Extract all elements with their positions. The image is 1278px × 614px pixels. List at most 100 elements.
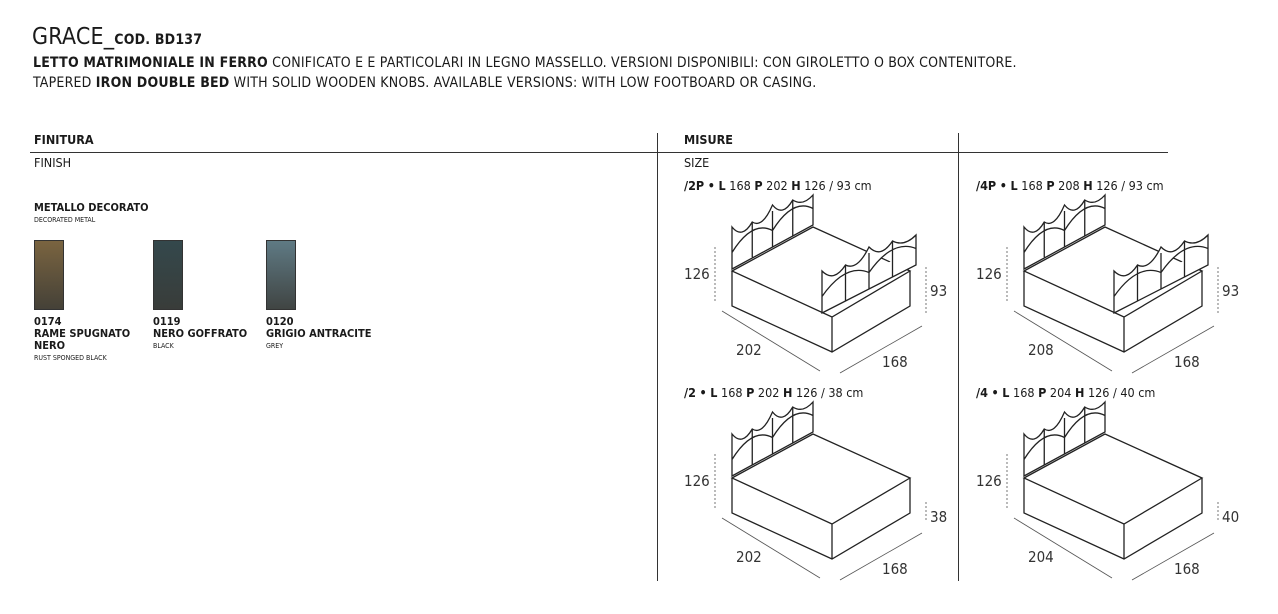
bed-drawing (714, 400, 927, 581)
description-en-pre: TAPERED (33, 75, 96, 91)
footboard (1113, 233, 1209, 315)
dimension-depth: 208 (1028, 341, 1054, 359)
dimension-height: 126 (976, 265, 1002, 283)
dimension-lines (1006, 247, 1219, 313)
finish-name: NERO GOFFRATO (153, 327, 248, 340)
depth-label: P (754, 178, 763, 193)
dimension-width: 168 (1174, 560, 1200, 578)
length-value: 168 (1013, 385, 1035, 400)
dimension-lines (714, 247, 927, 313)
finish-code: 0174 (34, 315, 62, 328)
height-label: H (1083, 178, 1093, 193)
length-label: L (1002, 385, 1010, 400)
dimension-height: 126 (684, 265, 710, 283)
finish-header: FINITURA (34, 132, 94, 147)
headboard (731, 193, 814, 271)
column-divider (958, 133, 959, 581)
length-label: L (1010, 178, 1018, 193)
dimension-depth: 202 (736, 341, 762, 359)
size-code: /2P (684, 178, 705, 193)
product-code: COD. BD137 (114, 32, 203, 48)
size-spec: /2P • L 168 P 202 H 126 / 93 cm (684, 178, 872, 193)
description-italian: LETTO MATRIMONIALE IN FERRO CONIFICATO E… (33, 55, 1017, 71)
finish-category-en: DECORATED METAL (34, 216, 96, 224)
depth-value: 202 (757, 385, 780, 400)
size-variant-4p: /4P • L 168 P 208 H 126 / 93 cm 126 93 2… (972, 175, 1262, 380)
dimension-depth: 202 (736, 548, 762, 566)
finish-swatch[interactable] (266, 240, 296, 310)
finish-swatch-label: 0174 RAME SPUGNATO NERO RUST SPONGED BLA… (34, 315, 144, 363)
height-value: 126 / 93 cm (804, 178, 872, 193)
size-spec: /4P • L 168 P 208 H 126 / 93 cm (976, 178, 1164, 193)
footboard (821, 233, 917, 315)
dimension-height: 126 (976, 472, 1002, 490)
height-value: 126 / 40 cm (1087, 385, 1156, 400)
finish-code: 0119 (153, 315, 181, 328)
finish-swatch[interactable] (34, 240, 64, 310)
size-variant-4: /4 • L 168 P 204 H 126 / 40 cm 126 40 20… (972, 382, 1262, 587)
size-subheader: SIZE (684, 155, 710, 170)
bullet: • (999, 178, 1007, 193)
size-spec: /4 • L 168 P 204 H 126 / 40 cm (976, 385, 1155, 400)
height-label: H (791, 178, 801, 193)
finish-swatch-label: 0120 GRIGIO ANTRACITE GREY (266, 316, 376, 351)
size-code: /2 (684, 385, 696, 400)
length-label: L (710, 385, 718, 400)
description-it-rest: CONIFICATO E E PARTICOLARI IN LEGNO MASS… (267, 55, 1017, 71)
dimension-lines (1013, 310, 1215, 374)
depth-label: P (746, 385, 755, 400)
bed-outline (730, 400, 912, 560)
headboard (731, 400, 814, 478)
size-spec: /2 • L 168 P 202 H 126 / 38 cm (684, 385, 863, 400)
bullet: • (699, 385, 707, 400)
header-divider (30, 152, 1168, 153)
dimension-side-height: 93 (1222, 282, 1240, 300)
finish-name: RAME SPUGNATO NERO (34, 327, 131, 352)
bullet: • (991, 385, 999, 400)
dimension-lines (714, 454, 927, 520)
dimension-lines (721, 310, 923, 374)
bed-outline (730, 193, 917, 353)
dimension-width: 168 (882, 560, 908, 578)
bed-drawing (714, 193, 927, 374)
dimension-height: 126 (684, 472, 710, 490)
product-title: GRACE_COD. BD137 (32, 24, 202, 50)
depth-value: 202 (766, 178, 788, 193)
bed-drawing (1006, 400, 1219, 581)
length-value: 168 (1021, 178, 1043, 193)
column-divider (657, 133, 658, 581)
size-variant-2: /2 • L 168 P 202 H 126 / 38 cm 126 38 20… (680, 382, 970, 587)
size-code: /4P (976, 178, 997, 193)
description-en-rest: WITH SOLID WOODEN KNOBS. AVAILABLE VERSI… (229, 75, 817, 91)
depth-value: 204 (1049, 385, 1072, 400)
size-variant-2p: /2P • L 168 P 202 H 126 / 93 cm 126 93 2… (680, 175, 970, 380)
height-value: 126 / 93 cm (1096, 178, 1164, 193)
description-english: TAPERED IRON DOUBLE BED WITH SOLID WOODE… (33, 75, 816, 91)
height-label: H (782, 385, 793, 400)
product-name: GRACE_ (32, 24, 115, 50)
length-value: 168 (729, 178, 751, 193)
finish-swatch[interactable] (153, 240, 183, 310)
bed-outline (1022, 193, 1209, 353)
dimension-side-height: 38 (930, 508, 948, 526)
finish-name-en: GREY (266, 342, 284, 350)
dimension-side-height: 40 (1222, 508, 1240, 526)
height-label: H (1074, 385, 1085, 400)
size-code: /4 (976, 385, 988, 400)
finish-name-en: BLACK (153, 342, 174, 350)
height-value: 126 / 38 cm (795, 385, 864, 400)
description-en-bold: IRON DOUBLE BED (95, 75, 230, 91)
finish-swatch-label: 0119 NERO GOFFRATO BLACK (153, 315, 263, 351)
dimension-side-height: 93 (930, 282, 948, 300)
bed-drawing (1006, 193, 1219, 374)
depth-label: P (1038, 385, 1047, 400)
headboard (1023, 400, 1106, 478)
size-header: MISURE (684, 132, 733, 147)
dimension-width: 168 (1174, 353, 1200, 371)
bullet: • (707, 178, 715, 193)
finish-name: GRIGIO ANTRACITE (266, 327, 372, 340)
dimension-lines (1006, 454, 1219, 520)
headboard (1023, 193, 1106, 271)
length-label: L (718, 178, 726, 193)
dimension-lines (721, 517, 923, 581)
